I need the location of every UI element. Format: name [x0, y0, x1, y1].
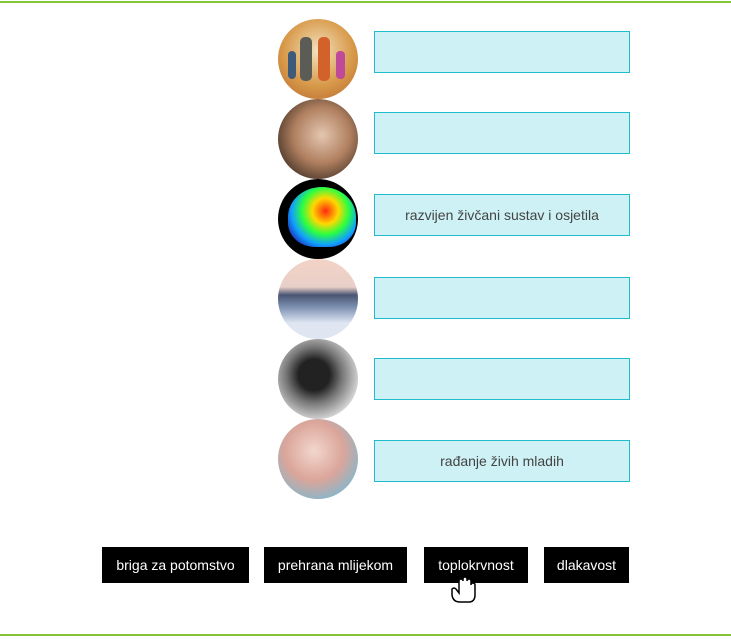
drop-zone-4[interactable]	[374, 277, 630, 319]
newborn-image	[278, 419, 358, 499]
man-hands-on-head-image	[278, 339, 358, 419]
sled-dogs-image	[278, 259, 358, 339]
brain-scan-image	[278, 179, 358, 259]
drop-zone-6[interactable]: rađanje živih mladih	[374, 440, 630, 482]
baby-sleeping-image	[278, 99, 358, 179]
top-divider	[0, 1, 731, 3]
option-prehrana-mlijekom[interactable]: prehrana mlijekom	[264, 547, 407, 583]
hand-cursor-icon	[451, 576, 476, 603]
family-walking-image	[278, 19, 358, 99]
option-dlakavost[interactable]: dlakavost	[544, 547, 629, 583]
option-toplokrvnost[interactable]: toplokrvnost	[424, 547, 528, 583]
drop-zone-3[interactable]: razvijen živčani sustav i osjetila	[374, 194, 630, 236]
drop-zone-1[interactable]	[374, 31, 630, 73]
drop-zone-5[interactable]	[374, 358, 630, 400]
bottom-divider	[0, 634, 731, 636]
option-briga-za-potomstvo[interactable]: briga za potomstvo	[102, 547, 249, 583]
drop-zone-2[interactable]	[374, 112, 630, 154]
